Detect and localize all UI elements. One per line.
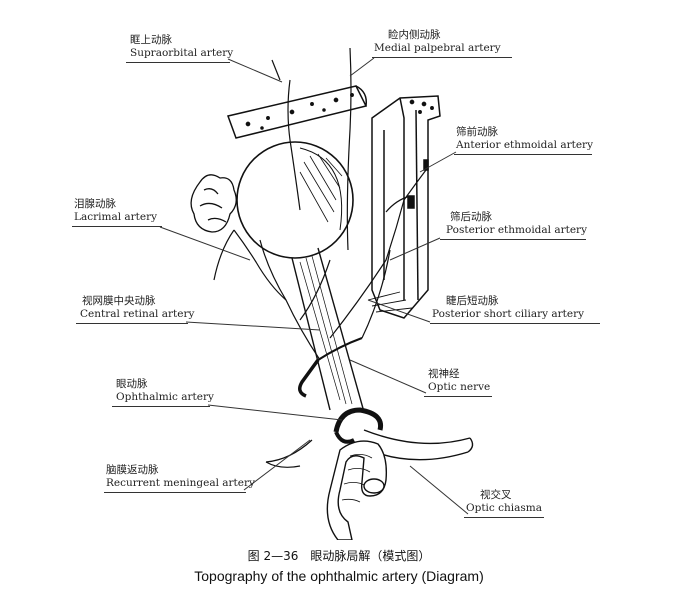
label-underline (372, 57, 512, 58)
label-underline (72, 226, 162, 227)
ophthalmic-ring (333, 407, 384, 444)
label-underline (126, 62, 230, 63)
artery-branches (213, 47, 427, 468)
label-supraorbital-en: Supraorbital artery (130, 47, 234, 59)
label-anterior-ethmoidal-en: Anterior ethmoidal artery (456, 139, 594, 151)
label-posterior-ciliary-en: Posterior short ciliary artery (432, 308, 585, 320)
label-lacrimal-en: Lacrimal artery (74, 211, 158, 223)
label-underline (424, 396, 492, 397)
label-medial-palpebral-en: Medial palpebral artery (374, 42, 501, 54)
carotid-artery-shape (326, 440, 388, 540)
figure-caption-en: Topography of the ophthalmic artery (Dia… (194, 568, 484, 584)
label-supraorbital-zh: 眶上动脉 (130, 34, 172, 46)
label-central-retinal-en: Central retinal artery (80, 308, 195, 320)
label-ophthalmic-zh: 眼动脉 (116, 378, 148, 390)
label-anterior-ethmoidal-zh: 筛前动脉 (456, 126, 498, 138)
leader-lines (159, 57, 469, 515)
label-posterior-ethmoidal-en: Posterior ethmoidal artery (446, 224, 588, 236)
label-underline (76, 323, 188, 324)
label-optic-nerve-en: Optic nerve (428, 381, 491, 393)
label-lacrimal-zh: 泪腺动脉 (74, 198, 116, 210)
label-underline (112, 406, 210, 407)
ethmoid-wall (371, 95, 441, 319)
lacrimal-gland (190, 174, 237, 233)
label-medial-palpebral-zh: 睑内侧动脉 (388, 29, 441, 41)
label-recurrent-meningeal-en: Recurrent meningeal artery (106, 477, 255, 489)
orbital-rim-bar (227, 85, 368, 139)
label-ophthalmic-en: Ophthalmic artery (116, 391, 214, 403)
label-optic-nerve-zh: 视神经 (428, 368, 460, 380)
label-recurrent-meningeal-zh: 脑膜返动脉 (106, 464, 159, 476)
ophthalmic-artery-illustration (159, 47, 474, 540)
label-posterior-ethmoidal-zh: 筛后动脉 (450, 211, 492, 223)
eyeball (236, 141, 354, 259)
label-underline (464, 517, 544, 518)
label-optic-chiasma-en: Optic chiasma (466, 502, 542, 514)
label-underline (454, 154, 592, 155)
label-underline (440, 239, 586, 240)
figure-caption-zh: 图 2—36 眼动脉局解（模式图） (247, 549, 431, 563)
label-underline (430, 323, 600, 324)
optic-nerve-shape (291, 247, 365, 413)
label-underline (104, 492, 246, 493)
label-central-retinal-zh: 视网膜中央动脉 (82, 295, 156, 307)
label-optic-chiasma-zh: 视交叉 (480, 489, 512, 501)
label-posterior-ciliary-zh: 睫后短动脉 (446, 295, 499, 307)
